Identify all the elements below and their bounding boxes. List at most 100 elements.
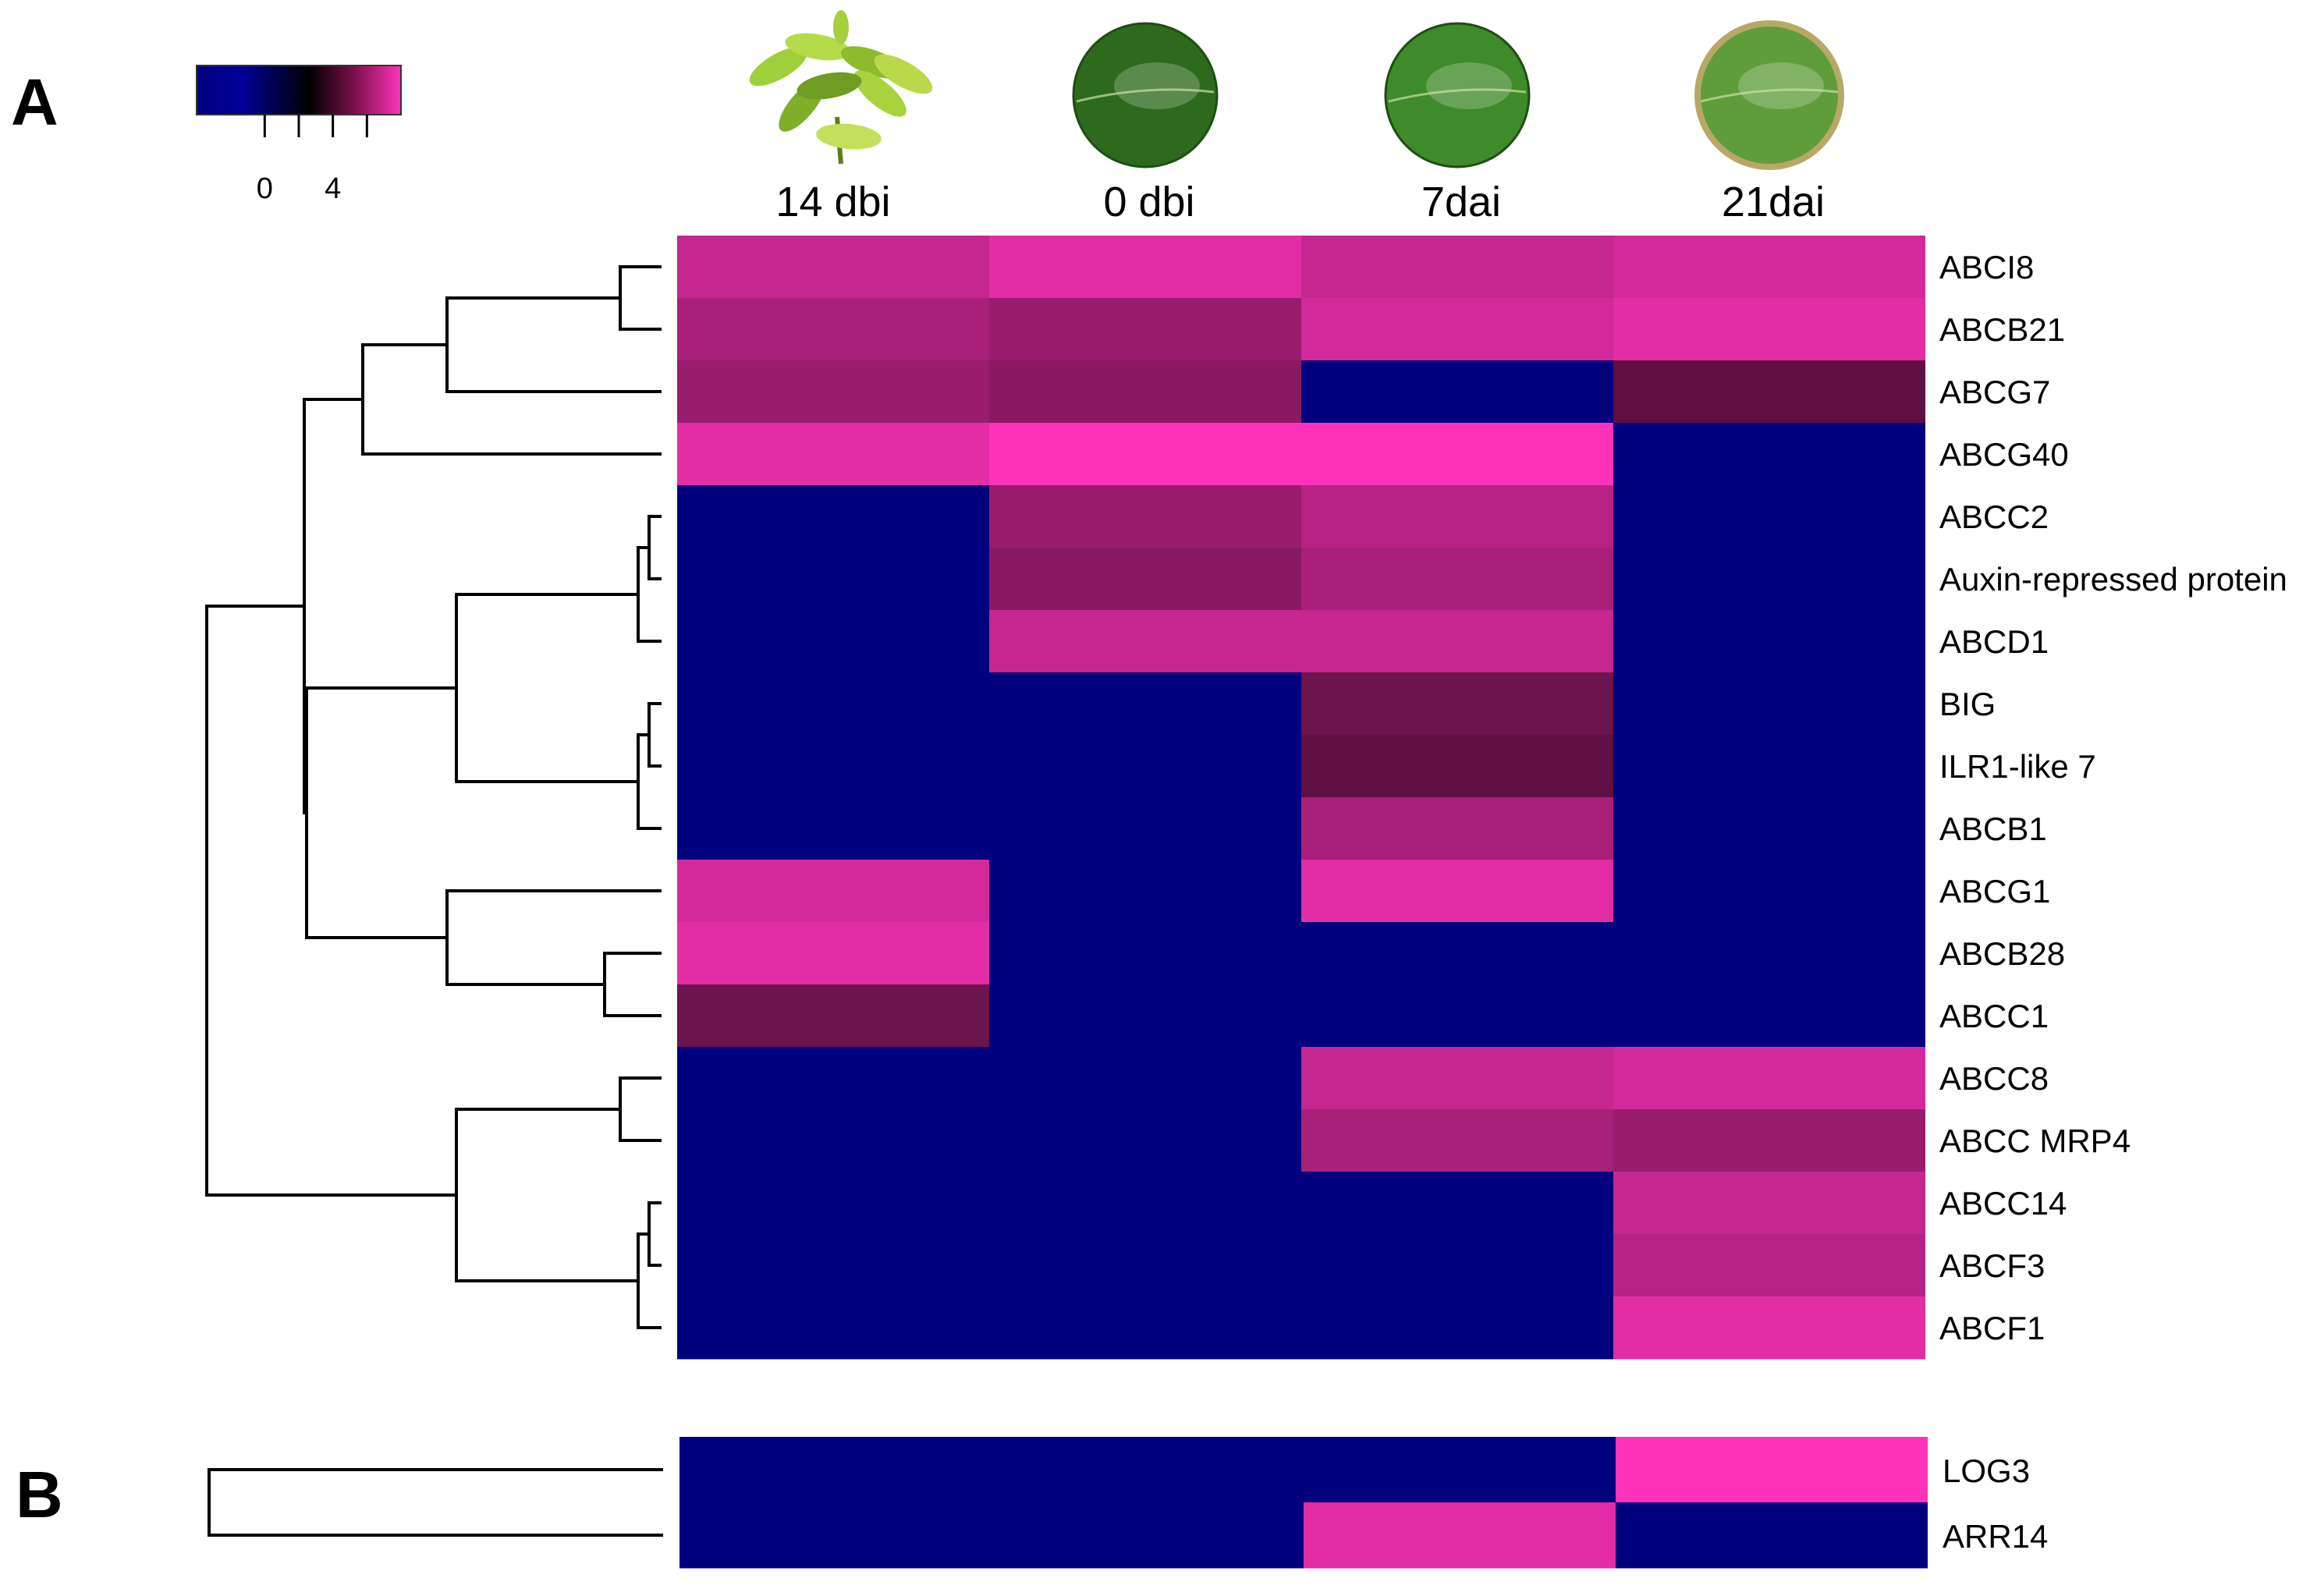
heatmap-cell [677, 610, 989, 673]
dendrogram-branch [305, 686, 456, 939]
heatmap-cell [677, 485, 989, 548]
dendrogram-branch [361, 343, 662, 456]
panel-label-a: A [11, 66, 59, 139]
row-label: ABCB1 [1939, 810, 2047, 847]
row-label: ABCG7 [1939, 374, 2050, 410]
heatmap-cell [1301, 298, 1613, 361]
heatmap-cell [992, 1502, 1304, 1569]
heatmap-cell [1301, 1172, 1613, 1235]
heatmap-cell [989, 1172, 1301, 1235]
row-label: ABCC MRP4 [1939, 1123, 2131, 1159]
heatmap-cell [989, 1296, 1301, 1360]
panel-label-b: B [16, 1458, 63, 1531]
heatmap-cell [677, 548, 989, 611]
heatmap-cell [989, 860, 1301, 923]
row-label: ABCF1 [1939, 1310, 2045, 1346]
row-label: Auxin-repressed protein [1939, 561, 2287, 598]
heatmap-cell [1301, 1296, 1613, 1360]
heatmap-cell [677, 797, 989, 860]
heatmap-cell [989, 1109, 1301, 1172]
heatmap-cell [1301, 610, 1613, 673]
heatmap-cell [989, 485, 1301, 548]
heatmap-cell [989, 423, 1301, 486]
heatmap-cell [989, 360, 1301, 424]
heatmap-cell [1613, 360, 1925, 424]
row-label: LOG3 [1943, 1452, 2030, 1489]
heatmap-cell [1301, 735, 1613, 798]
dendrogram-branch [455, 593, 638, 783]
heatmap-cell [989, 984, 1301, 1048]
heatmap-cell [1613, 1109, 1925, 1172]
heatmap-cell [989, 922, 1301, 985]
heatmap-cell [677, 1172, 989, 1235]
heatmap-cell [1613, 423, 1925, 486]
heatmap-panel-a [677, 236, 1925, 1360]
heatmap-cell [677, 298, 989, 361]
heatmap-panel-b [679, 1437, 1928, 1569]
heatmap-cell [677, 1047, 989, 1110]
heatmap-cell [1301, 485, 1613, 548]
heatmap-cell [1301, 236, 1613, 299]
row-label: ABCG1 [1939, 873, 2050, 910]
dendrogram-branch [603, 952, 662, 1017]
heatmap-cell [1616, 1437, 1928, 1503]
heatmap-cell [1301, 360, 1613, 424]
dendrogram-branch [455, 1108, 638, 1282]
row-label: ABCB21 [1939, 311, 2065, 348]
dendrogram-branch [208, 1468, 663, 1537]
heatmap-cell [1304, 1502, 1616, 1569]
heatmap-cell [989, 236, 1301, 299]
heatmap-cell [1301, 922, 1613, 985]
heatmap-cell [1613, 672, 1925, 736]
row-label: ABCC14 [1939, 1185, 2067, 1222]
dendrogram-panel-a [205, 265, 662, 1329]
heatmap-cell [1613, 860, 1925, 923]
column-label: 0 dbi [1103, 179, 1194, 225]
heatmap-cell [1613, 1296, 1925, 1360]
row-label: ABCC8 [1939, 1060, 2049, 1097]
dendrogram-branch [445, 889, 662, 986]
row-labels-panel-a: ABCI8ABCB21ABCG7ABCG40ABCC2Auxin-repress… [1939, 249, 2287, 1346]
heatmap-cell [677, 1296, 989, 1360]
heatmap-cell [1304, 1437, 1616, 1503]
row-label: ABCF3 [1939, 1247, 2045, 1284]
leaf-disc-icon [1072, 22, 1219, 168]
leaf-disc-icon [1384, 22, 1531, 168]
heatmap-cell [1301, 1234, 1613, 1297]
heatmap-cell [677, 423, 989, 486]
color-key-tick-label: 4 [325, 172, 341, 205]
heatmap-cell [1301, 423, 1613, 486]
dendrogram-branch [648, 702, 662, 768]
dendrogram-branch [619, 1076, 662, 1142]
row-label: ABCC1 [1939, 998, 2049, 1034]
heatmap-cell [1301, 1047, 1613, 1110]
heatmap-cell [1301, 672, 1613, 736]
dendrogram-branch [445, 296, 662, 393]
heatmap-cell [1613, 797, 1925, 860]
heatmap-cell [1613, 984, 1925, 1048]
row-label: ABCG40 [1939, 436, 2069, 473]
leaf-disc-icon [1694, 20, 1844, 170]
heatmap-cell [1613, 1047, 1925, 1110]
heatmap-cell [989, 797, 1301, 860]
dendrogram-panel-b [208, 1468, 663, 1537]
row-label: ABCB28 [1939, 935, 2065, 972]
dendrogram-branch [303, 398, 363, 814]
heatmap-cell [677, 922, 989, 985]
row-label: ABCD1 [1939, 623, 2049, 660]
heatmap-cell [1613, 735, 1925, 798]
color-key-bar [196, 65, 402, 115]
heatmap-cell [1613, 298, 1925, 361]
heatmap-cell [1613, 485, 1925, 548]
column-label: 14 dbi [775, 179, 890, 225]
heatmap-cell [989, 672, 1301, 736]
column-label: 7dai [1421, 179, 1501, 225]
leaf-shoot-icon [749, 10, 933, 165]
heatmap-cell [989, 610, 1301, 673]
heatmap-cell [679, 1437, 992, 1503]
heatmap-cell [1613, 1234, 1925, 1297]
dendrogram-branch [648, 515, 662, 580]
